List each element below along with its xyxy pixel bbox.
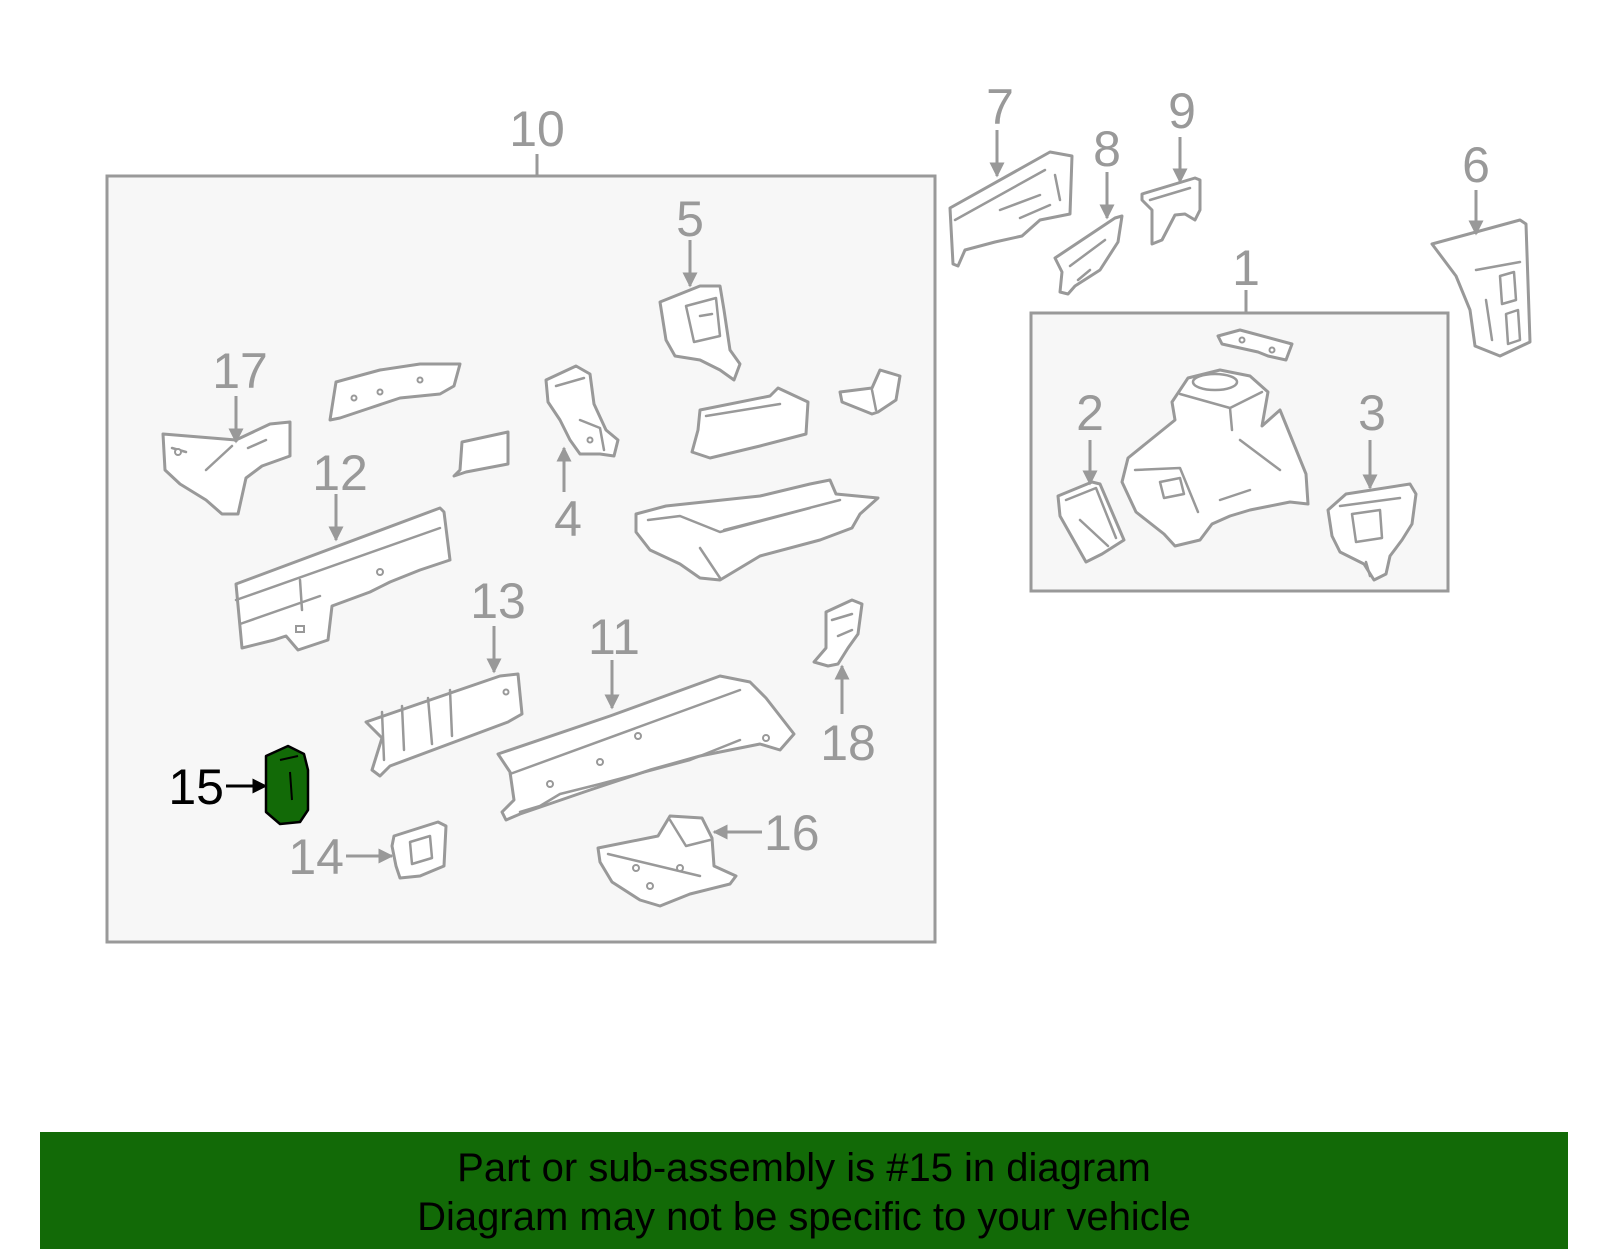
- part-1-bracket[interactable]: [1216, 328, 1294, 362]
- callout-8: 8: [1093, 121, 1121, 177]
- part-front-rail-extension[interactable]: [634, 478, 880, 582]
- callout-12: 12: [312, 445, 368, 501]
- part-8[interactable]: [1053, 214, 1124, 296]
- part-3[interactable]: [1326, 482, 1418, 582]
- callout-5: 5: [676, 191, 704, 247]
- callout-6: 6: [1462, 137, 1490, 193]
- banner-line-disclaimer: Diagram may not be specific to your vehi…: [417, 1195, 1191, 1239]
- part-17[interactable]: [161, 420, 292, 516]
- part-small-bracket[interactable]: [838, 368, 902, 416]
- callout-15: 15: [168, 759, 224, 815]
- callout-16: 16: [764, 805, 820, 861]
- part-13[interactable]: [364, 672, 524, 778]
- part-12[interactable]: [234, 506, 452, 652]
- part-11[interactable]: [496, 674, 796, 822]
- banner-line-part-number: Part or sub-assembly is #15 in diagram: [457, 1146, 1151, 1190]
- callout-2: 2: [1076, 385, 1104, 441]
- info-banner: Part or sub-assembly is #15 in diagram D…: [40, 1132, 1568, 1249]
- part-18[interactable]: [812, 598, 864, 668]
- part-5[interactable]: [658, 284, 742, 382]
- callout-7: 7: [986, 79, 1014, 135]
- callout-11: 11: [588, 609, 640, 665]
- callout-4: 4: [554, 491, 582, 547]
- part-7[interactable]: [948, 150, 1074, 268]
- part-16[interactable]: [596, 814, 738, 908]
- callout-10: 10: [509, 101, 565, 157]
- part-6[interactable]: [1430, 218, 1532, 358]
- callout-9: 9: [1168, 83, 1196, 139]
- callout-3: 3: [1358, 385, 1386, 441]
- part-upper-channel[interactable]: [690, 386, 810, 460]
- callout-13: 13: [470, 573, 526, 629]
- part-9[interactable]: [1140, 176, 1202, 246]
- callout-18: 18: [820, 715, 876, 771]
- part-1-strut-tower[interactable]: [1120, 368, 1310, 548]
- part-upper-rail-strip[interactable]: [328, 362, 462, 422]
- callout-14: 14: [288, 829, 344, 885]
- part-15-highlighted[interactable]: [264, 744, 310, 826]
- callout-17: 17: [212, 343, 268, 399]
- callout-1: 1: [1232, 240, 1260, 296]
- part-4[interactable]: [544, 364, 620, 458]
- part-small-plate[interactable]: [452, 430, 510, 478]
